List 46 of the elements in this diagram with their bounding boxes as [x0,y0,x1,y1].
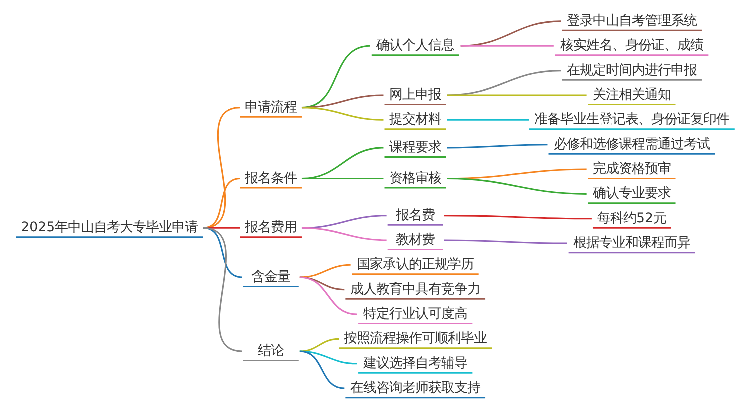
connector [299,264,350,278]
node-text: 申请流程 [244,100,297,116]
node-text: 教材费 [396,232,435,248]
node-text: 国家承认的正规学历 [356,258,474,273]
node-text: 2025年中山自考大专毕业申请 [20,220,198,236]
connector [301,107,384,121]
node-text: 资格审核 [389,171,442,186]
connector [301,178,384,180]
connector [299,276,344,291]
node-text: 提交材料 [389,112,442,128]
connector [299,338,339,352]
connector [301,227,386,242]
node-text: 在规定时间内进行申报 [566,63,697,78]
node-text: 在线咨询老师获取支持 [350,381,480,396]
connector [460,45,554,47]
node-text: 确认个人信息 [376,38,454,54]
connector [446,94,586,96]
node-text: 报名费用 [244,220,297,236]
node-text: 成人教育中具有竞争力 [350,282,480,298]
node-text: 报名条件 [244,171,297,186]
node-text: 必修和选修课程需通过考试 [554,137,710,152]
connector [446,144,548,149]
node-text: 按照流程操作可顺利毕业 [344,332,487,347]
connector [301,147,384,180]
node-text: 核实姓名、身份证、成绩 [560,38,704,54]
node-text: 课程要求 [389,140,442,156]
node-text: 网上申报 [389,88,442,103]
node-text: 根据专业和课程而异 [573,236,690,252]
node-text: 报名费 [396,208,435,224]
connector [460,20,561,47]
connector [446,178,586,195]
node-text: 每科约52元 [597,211,666,226]
node-text: 建议选择自考辅导 [363,356,468,372]
node-text: 确认专业要求 [592,186,671,202]
node-text: 特定行业认可度高 [363,307,468,322]
node-text: 完成资格预审 [592,162,671,178]
connector [446,119,529,121]
connector [299,350,344,390]
node-text: 含金量 [251,270,290,285]
node-text: 关注相关通知 [592,88,671,103]
node-text: 准备毕业生登记表、身份证复印件 [534,112,730,128]
connector [444,215,592,220]
connector [444,240,567,244]
connector [299,276,357,316]
node-text: 登录中山自考管理系统 [566,14,697,29]
node-text: 结论 [258,344,284,360]
